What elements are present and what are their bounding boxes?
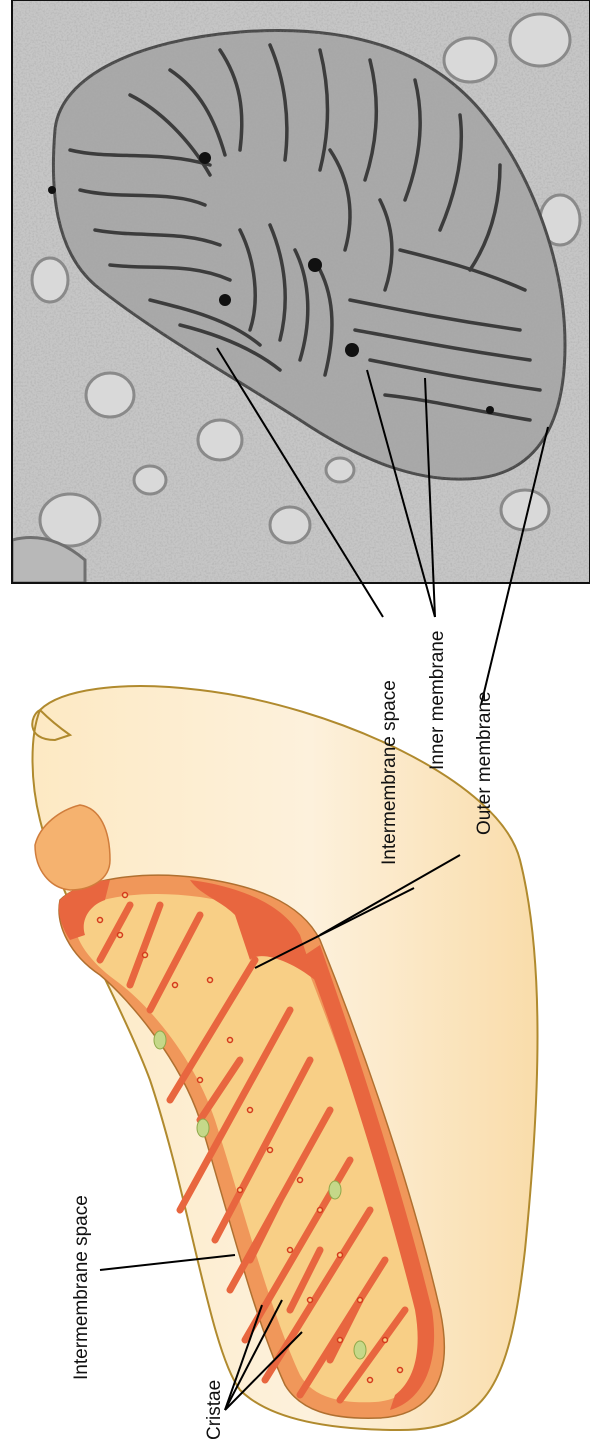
- label-intermembrane-space-top: Intermembrane space: [379, 680, 400, 865]
- label-inner-membrane: Inner membrane: [427, 631, 448, 770]
- mitochondrion-illustration: [32, 686, 537, 1430]
- label-intermembrane-space-bottom: Intermembrane space: [71, 1195, 92, 1380]
- electron-micrograph: [12, 0, 590, 583]
- label-outer-membrane: Outer membrane: [474, 691, 495, 835]
- label-cristae: Cristae: [204, 1380, 225, 1440]
